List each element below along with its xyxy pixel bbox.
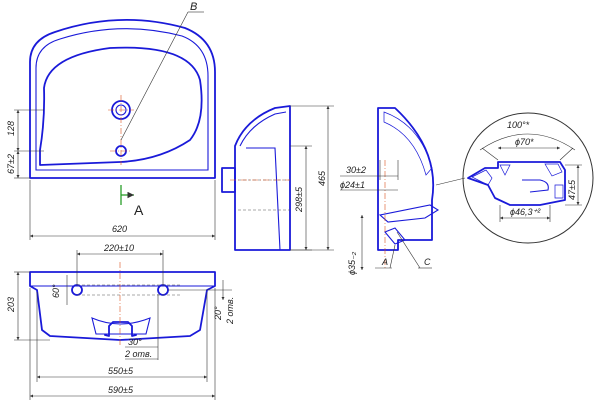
top-view-outer-outline [29,19,216,179]
dim-24: ϕ24±1 [340,180,365,190]
dim-550: 550±5 [108,366,134,376]
dim-2otv-right: 2 отв. [225,297,235,325]
leader-b [120,11,189,141]
side-view: 298±5 465 [221,105,334,251]
label-b: B [190,1,197,13]
dim-67: 67±2 [6,154,16,174]
section-outline [377,107,435,251]
side-view-pedestal-edge [246,147,281,251]
detail-circle [462,112,594,244]
front-view-outline [29,271,216,341]
front-view-drain-body [91,317,151,335]
dim-465: 465 [317,170,327,186]
dim-60deg: 60° [51,284,61,298]
side-view-overflow-block [221,167,236,193]
dim-46: ϕ46,3⁺² [510,207,541,217]
section-drain-neck [384,227,406,245]
section-drain-channel [378,204,440,223]
dim-47: 47±5 [567,179,577,200]
detail-view: 100°* ϕ70* 47±5 ϕ46,3⁺² [462,112,594,244]
dim-35: ϕ35₋₂ [347,251,357,275]
front-view-drain-outlet [104,321,137,337]
section-view: 30±2 ϕ24±1 ϕ35₋₂ A C [340,107,466,275]
top-view-bowl [39,46,203,166]
dim-590: 590±5 [108,385,134,395]
dim-70: ϕ70* [515,137,534,147]
detail-hook [522,179,549,193]
side-view-rim [239,111,287,147]
detail-section-profile [467,161,566,206]
dim-30: 30±2 [346,165,366,175]
label-section-c: C [424,257,431,267]
dim-203: 203 [6,297,16,313]
front-view: 220±10 60° 203 20° 2 отв. 30° 2 отв. 550… [6,243,235,400]
dim-30deg: 30° [128,337,142,347]
top-view-inner-rim [35,28,209,171]
dim-100deg: 100°* [507,120,530,130]
dim-220: 220±10 [103,243,134,253]
dim-20deg: 20° [213,306,223,321]
detail-hatch [471,163,564,199]
label-section-a: A [381,257,388,267]
side-view-outline [234,105,291,251]
top-view: B 128 67±2 620 A [6,1,216,240]
dim-128: 128 [6,121,16,136]
dim-298: 298±5 [294,186,304,213]
dim-100-arc [479,133,576,151]
section-hatch-top [383,111,433,176]
dim-2otv-bottom: 2 отв. [124,349,152,359]
label-view-a: A [134,202,144,218]
dim-620: 620 [112,224,127,234]
